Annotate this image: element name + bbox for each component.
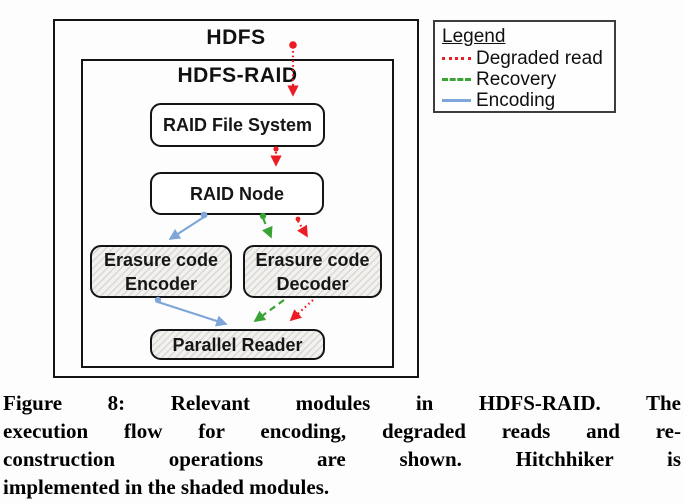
node-parallel-reader: Parallel Reader <box>150 329 325 360</box>
degraded-read-line-icon <box>442 57 471 60</box>
legend-label: Encoding <box>476 90 556 111</box>
legend-title: Legend <box>442 26 506 47</box>
hdfs-container-box <box>53 19 419 378</box>
hdfs-raid-label: HDFS-RAID <box>177 64 298 87</box>
legend: Legend Degraded read Recovery Encoding <box>433 20 616 113</box>
caption-line: execution flow for encoding, degraded re… <box>3 419 681 443</box>
legend-item-encoding: Encoding <box>442 90 607 111</box>
figure-diagram: HDFS HDFS-RAID RAID File System RAID Nod… <box>53 19 616 378</box>
node-erasure-code-encoder: Erasure code Encoder <box>90 245 232 298</box>
hdfs-label: HDFS <box>206 26 266 49</box>
recovery-line-icon <box>442 78 471 81</box>
node-raid-file-system: RAID File System <box>150 103 325 147</box>
hdfs-raid-container-box <box>81 59 394 368</box>
node-erasure-code-decoder: Erasure code Decoder <box>243 245 382 298</box>
caption-line: construction operations are shown. Hitch… <box>3 447 681 471</box>
figure-caption: Figure 8: Relevant modules in HDFS-RAID.… <box>3 389 681 501</box>
caption-line: Figure 8: Relevant modules in HDFS-RAID.… <box>3 391 681 415</box>
legend-item-recovery: Recovery <box>442 69 607 90</box>
encoding-line-icon <box>442 99 471 102</box>
legend-label: Recovery <box>476 69 557 90</box>
legend-label: Degraded read <box>476 48 603 69</box>
node-raid-node: RAID Node <box>150 172 324 215</box>
legend-item-degraded-read: Degraded read <box>442 48 607 69</box>
caption-line: implemented in the shaded modules. <box>3 475 330 499</box>
